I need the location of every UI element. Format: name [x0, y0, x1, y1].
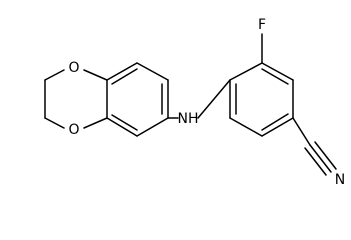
bond: [261, 62, 294, 81]
ring-oxygen-top-label: O: [68, 60, 79, 76]
triple-bond-side: [314, 141, 337, 170]
amine-linker: [167, 79, 231, 119]
bond: [83, 69, 108, 81]
bond: [229, 117, 263, 137]
triple-bond-side: [304, 147, 327, 176]
bond: [83, 117, 108, 129]
nitrile-group: [292, 117, 337, 176]
ring-oxygen-bottom-label: O: [68, 122, 79, 138]
nitrile-nitrogen-label: N: [335, 172, 345, 188]
benzodioxine-benzene-ring: [106, 62, 169, 137]
double-bond-inner: [111, 68, 138, 85]
bond: [197, 79, 231, 119]
bond: [106, 62, 138, 81]
bond: [136, 62, 169, 81]
fluorine-atom-label: F: [258, 17, 266, 33]
bond: [106, 117, 138, 137]
triple-bond-center: [309, 144, 332, 173]
bond: [44, 69, 65, 81]
chemical-structure-diagram: F NH O O N: [44, 17, 345, 188]
fluorobenzonitrile-ring: [229, 62, 294, 137]
bond: [229, 62, 263, 81]
structure-canvas: F NH O O N: [44, 17, 345, 188]
double-bond-inner: [261, 68, 289, 85]
bond: [136, 117, 169, 137]
bond: [44, 117, 65, 129]
amine-atom-label: NH: [178, 111, 199, 127]
bond: [261, 117, 294, 137]
dioxine-ring: [44, 69, 108, 129]
double-bond-inner: [111, 114, 138, 131]
bond: [292, 117, 311, 146]
double-bond-inner: [261, 113, 289, 131]
